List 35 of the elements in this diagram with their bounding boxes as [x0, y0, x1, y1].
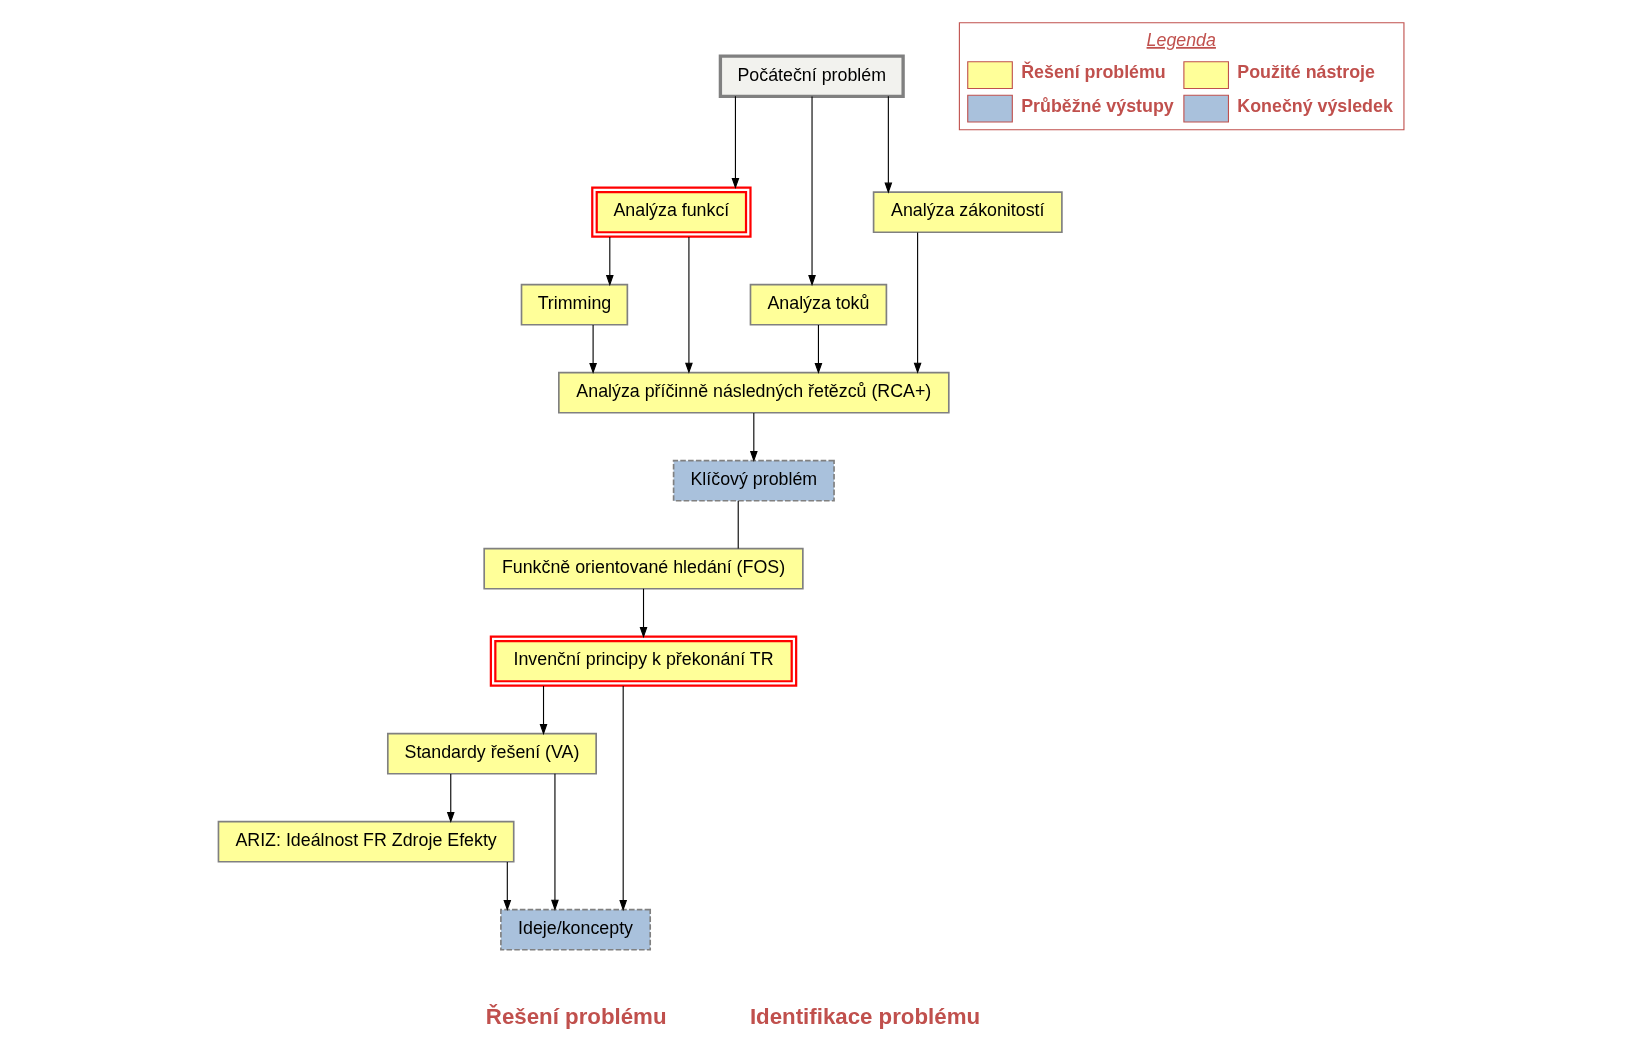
label: Legenda: [1146, 29, 1216, 50]
legend-label: Průběžné výstupy: [1021, 95, 1174, 116]
arrow: [731, 95, 740, 190]
arrow: [605, 236, 614, 287]
node-box: Počáteční problém: [718, 54, 905, 98]
legend-label: Řešení problému: [1021, 62, 1166, 83]
node-box: ARIZ: Ideálnost FR Zdroje Efekty: [217, 820, 515, 863]
arrow: [814, 324, 823, 375]
label: Identifikace problému: [749, 1004, 981, 1030]
legend-label: Konečný výsledek: [1237, 95, 1393, 116]
node-box: Invenční principy k překonání TR: [489, 635, 798, 687]
connector: [737, 500, 739, 549]
arrow: [503, 861, 512, 912]
node-box: Ideje/koncepty: [500, 908, 652, 951]
label: Řešení problému: [485, 1004, 667, 1030]
arrow: [551, 773, 559, 911]
arrow: [589, 324, 597, 375]
arrow: [685, 236, 693, 374]
arrow: [619, 685, 628, 912]
arrow: [639, 588, 648, 639]
arrow: [808, 95, 816, 287]
arrow: [749, 412, 758, 463]
node-box: Analýza příčinně následných řetězců (RCA+): [558, 371, 950, 414]
arrow: [446, 773, 455, 824]
arrow: [539, 685, 548, 736]
legend-label: Použité nástroje: [1237, 62, 1375, 83]
node-box: Analýza funkcí: [591, 186, 752, 238]
node-box: Analýza toků: [749, 283, 888, 326]
arrow: [913, 232, 922, 374]
node-box: Analýza zákonitostí: [872, 191, 1063, 234]
node-box: Funkčně orientované hledání (FOS): [483, 547, 804, 590]
node-box: Trimming: [520, 283, 629, 326]
arrow: [884, 95, 893, 194]
node-box: Standardy řešení (VA): [386, 732, 597, 775]
node-box: Klíčový problém: [672, 459, 835, 502]
